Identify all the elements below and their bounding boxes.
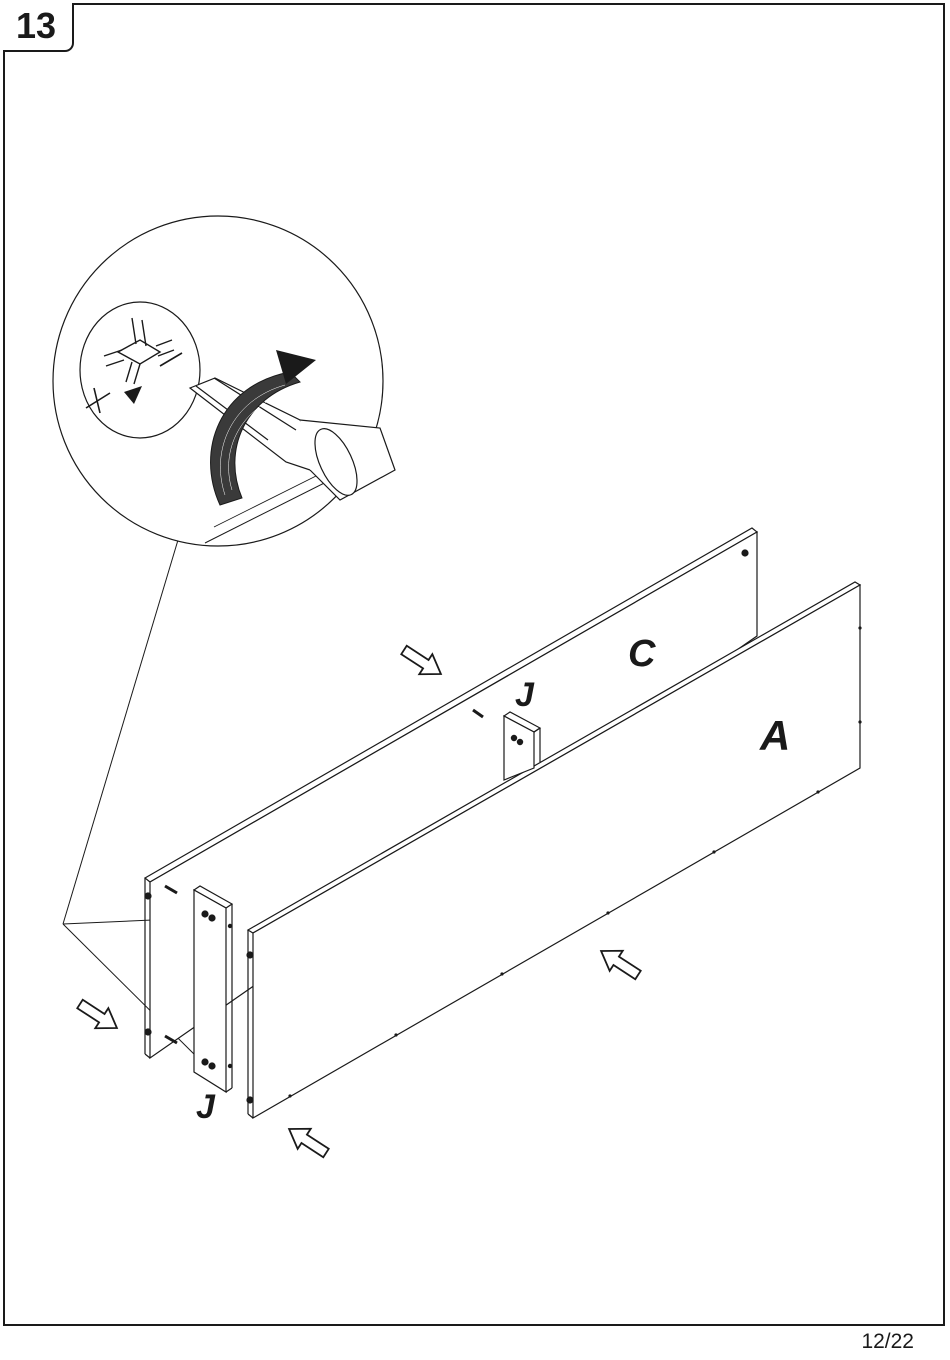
arrow-icon	[595, 941, 645, 985]
label-connector-j-front: J	[196, 1088, 216, 1126]
arrow-icon	[397, 640, 447, 684]
cam-lock-icon	[80, 302, 200, 438]
label-panel-c: C	[628, 633, 656, 675]
arrow-icon	[283, 1119, 333, 1163]
page-number: 12/22	[861, 1330, 914, 1354]
arrow-icon	[73, 994, 123, 1038]
label-panel-a: A	[759, 712, 790, 759]
connector-j-front	[194, 886, 232, 1092]
label-connector-j-rear: J	[515, 676, 535, 714]
detail-circle	[53, 216, 395, 546]
